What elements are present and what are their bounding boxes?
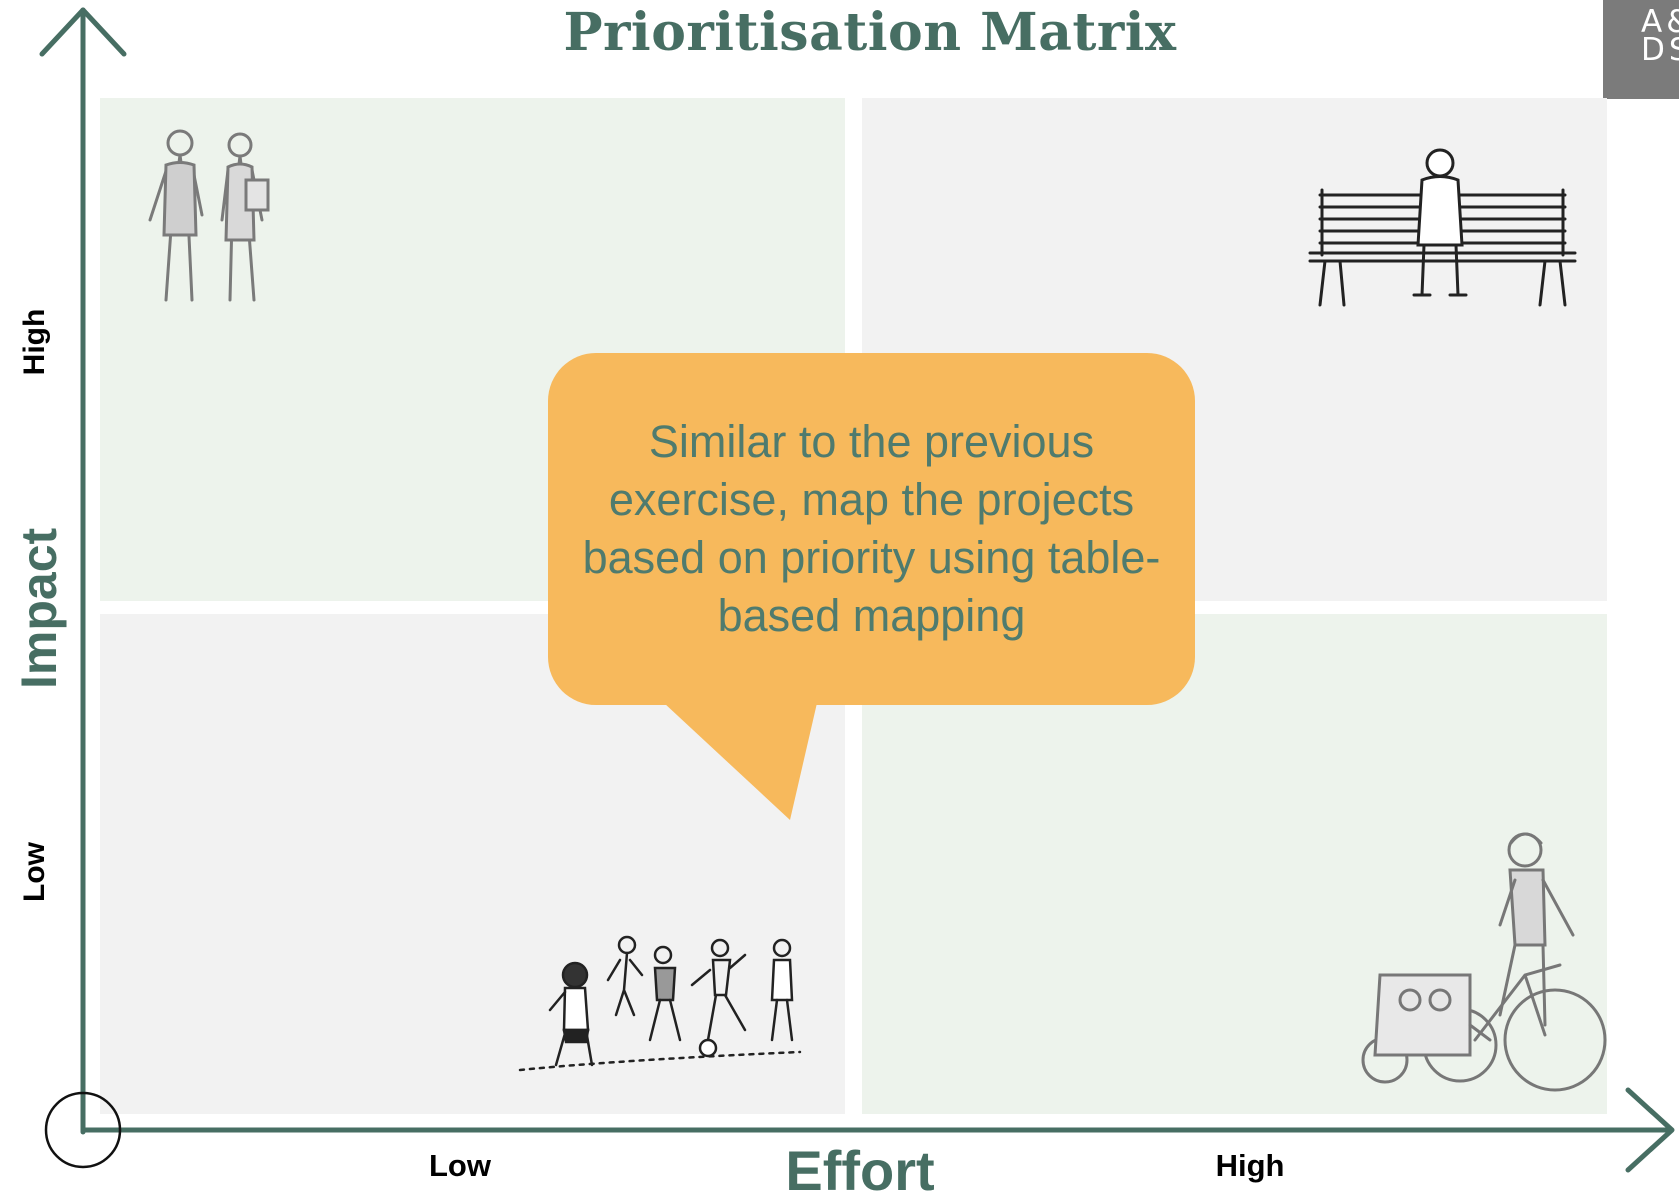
y-axis-arrowhead (39, 7, 127, 57)
x-axis-arrowhead (1625, 1087, 1675, 1173)
children-playing-illustration (518, 935, 802, 1072)
walking-people-illustration (148, 129, 270, 302)
x-axis-title: Effort (785, 1139, 935, 1202)
callout-bubble: Similar to the previous exercise, map th… (548, 353, 1195, 705)
callout-text: Similar to the previous exercise, map th… (582, 416, 1161, 641)
logo-line-2: DS (1641, 32, 1679, 68)
origin-circle (44, 1091, 122, 1169)
matrix-title: Prioritisation Matrix (563, 2, 1177, 63)
logo-line-1: A& (1641, 4, 1679, 40)
brand-logo: A& DS (1603, 0, 1679, 99)
x-axis-low-label: Low (429, 1148, 491, 1183)
x-axis-high-label: High (1215, 1148, 1285, 1183)
bench-illustration (1308, 148, 1577, 307)
cyclist-illustration (1361, 832, 1607, 1092)
